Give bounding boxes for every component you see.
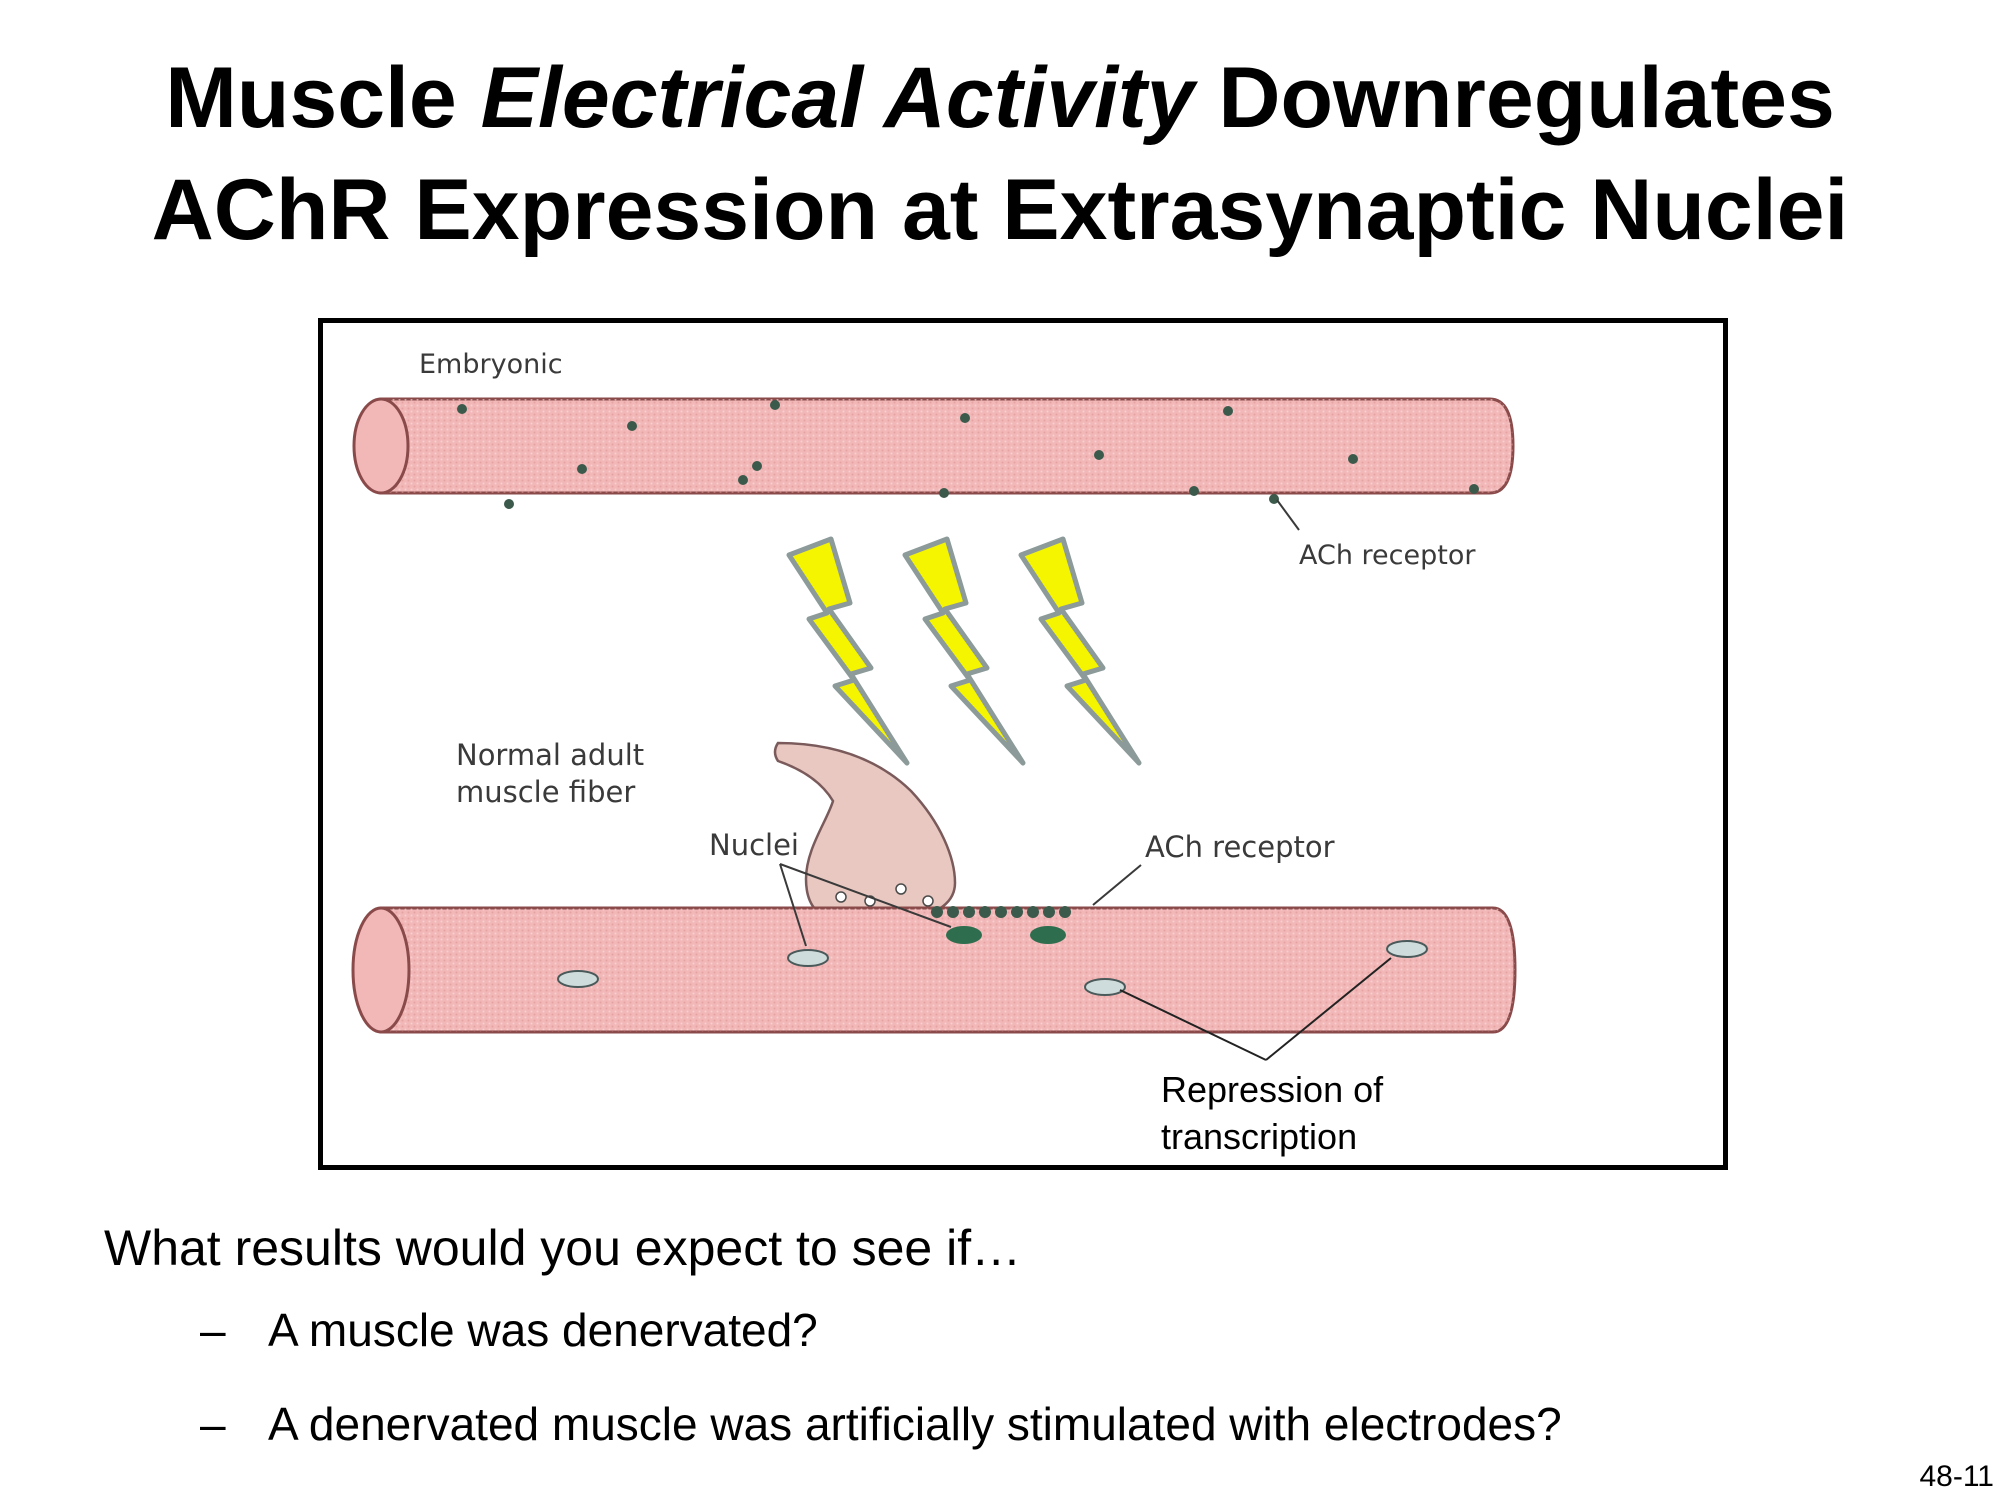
bullet-stimulated: –A denervated muscle was artificially st… [200, 1398, 1562, 1450]
receptor-dot [1348, 454, 1358, 464]
bullet-text: A muscle was denervated? [268, 1304, 818, 1356]
embryonic-label: Embryonic [419, 349, 563, 380]
receptor-dot [960, 413, 970, 423]
nuclei-label: Nuclei [709, 828, 799, 862]
embryonic-fiber [352, 397, 1515, 495]
embryonic-fiber-end [352, 397, 410, 495]
synaptic-receptor-cluster [931, 906, 1071, 918]
receptor-dot [1011, 906, 1023, 918]
extrasynaptic-nucleus [557, 970, 599, 988]
adult-fiber-label-line1: Normal adult [456, 738, 644, 772]
repression-leader-right [1265, 957, 1392, 1061]
title-part-muscle: Muscle [165, 50, 481, 146]
receptor-dot [1043, 906, 1055, 918]
lightning-bolt-icon [1018, 536, 1142, 766]
receptor-dot [1189, 486, 1199, 496]
receptor-dot [1269, 494, 1279, 504]
receptor-dot [963, 906, 975, 918]
synaptic-vesicle [922, 895, 934, 907]
slide-number: 48-11 [1919, 1460, 1994, 1493]
receptor-dot [931, 906, 943, 918]
bullet-text: A denervated muscle was artificially sti… [268, 1398, 1562, 1450]
repression-label-line1: Repression of [1161, 1069, 1384, 1110]
receptor-dot [1223, 406, 1233, 416]
receptor-dot [577, 464, 587, 474]
nuclei-leader-right [779, 863, 952, 928]
ach-receptor-top-leader [1276, 499, 1300, 531]
ach-receptor-bottom-label: ACh receptor [1145, 830, 1335, 864]
ach-receptor-top-label: ACh receptor [1299, 540, 1476, 571]
lightning-bolt-icon [902, 536, 1026, 766]
question-text: What results would you expect to see if… [104, 1220, 1022, 1276]
extrasynaptic-nucleus [1084, 978, 1126, 996]
receptor-dot [979, 906, 991, 918]
receptor-dot [1469, 484, 1479, 494]
title-part-electrical-activity: Electrical Activity [480, 50, 1195, 146]
figure-box: Embryonic ACh receptor Normal adult musc… [318, 318, 1728, 1170]
adult-fiber [351, 906, 1517, 1034]
receptor-dot [995, 906, 1007, 918]
adult-fiber-end [351, 906, 411, 1034]
lightning-bolt-icon [786, 536, 910, 766]
embryonic-fiber-texture [381, 399, 1513, 493]
muscle-fiber-diagram: Embryonic ACh receptor Normal adult musc… [351, 349, 1517, 1157]
receptor-dot [504, 499, 514, 509]
receptor-dot [947, 906, 959, 918]
receptor-dot [457, 404, 467, 414]
electrical-activity-bolts [786, 536, 1142, 766]
repression-leader-left [1119, 989, 1267, 1061]
nuclei-leader-left [779, 863, 807, 947]
receptor-dot [770, 400, 780, 410]
receptor-dot [1094, 450, 1104, 460]
synaptic-nucleus [1030, 926, 1066, 944]
slide-title: Muscle Electrical Activity Downregulates… [0, 42, 2000, 266]
receptor-dot [627, 421, 637, 431]
adult-fiber-texture [381, 908, 1515, 1032]
synaptic-vesicle [835, 891, 847, 903]
receptor-dot [939, 488, 949, 498]
repression-label-line2: transcription [1161, 1116, 1357, 1157]
bullet-denervated: –A muscle was denervated? [200, 1304, 818, 1356]
title-line-1: Muscle Electrical Activity Downregulates [0, 42, 2000, 154]
embryonic-receptor-dots [457, 400, 1479, 509]
receptor-dot [1027, 906, 1039, 918]
synaptic-vesicle [895, 883, 907, 895]
synaptic-nucleus [946, 926, 982, 944]
ach-receptor-bottom-leader [1092, 864, 1142, 906]
extrasynaptic-nucleus [787, 949, 829, 967]
title-line-2: AChR Expression at Extrasynaptic Nuclei [151, 162, 1849, 258]
extrasynaptic-nucleus [1386, 940, 1428, 958]
title-part-downregulates: Downregulates [1194, 50, 1835, 146]
receptor-dot [1059, 906, 1071, 918]
receptor-dot [738, 475, 748, 485]
receptor-dot [752, 461, 762, 471]
adult-fiber-label-line2: muscle fiber [456, 775, 635, 809]
